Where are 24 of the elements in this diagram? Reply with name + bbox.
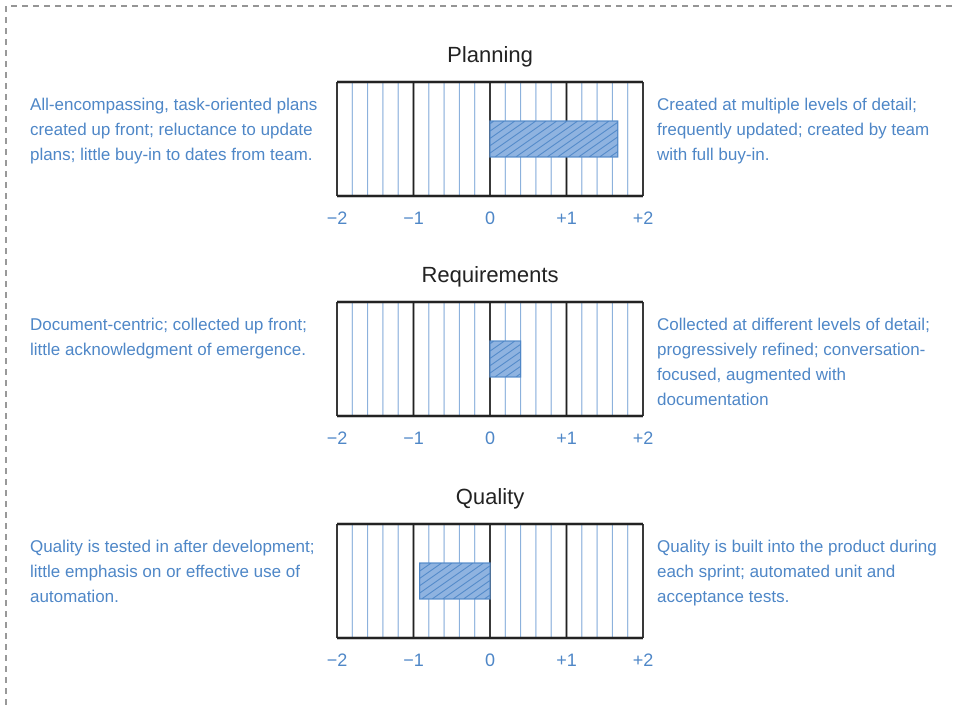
- tick-label: −1: [402, 650, 425, 671]
- description-text: Quality is built into the product during each sprint; automated unit and acceptance tests.: [657, 536, 938, 608]
- tick-label: +2: [632, 428, 654, 449]
- description-text: Document-centric; collected up front; little acknowledgment of emergence.: [30, 314, 308, 361]
- tick-label: +1: [555, 208, 578, 229]
- description-text: Quality is tested in after development; little emphasis on or effective use of automation.: [30, 536, 316, 608]
- tick-label: −1: [402, 208, 425, 229]
- tick-label: 0: [484, 208, 496, 229]
- tick-label: +2: [632, 208, 654, 229]
- tick-label: +1: [555, 650, 578, 671]
- tick-label: −2: [326, 208, 348, 229]
- tick-label: −2: [326, 650, 348, 671]
- tick-label: +2: [632, 650, 654, 671]
- tick-label: +1: [555, 428, 578, 449]
- tick-label: −1: [402, 428, 425, 449]
- description-text: All-encompassing, task-oriented plans created up front; reluctance to update plans; little buy-in to dates from team.: [30, 94, 318, 166]
- tick-label: 0: [484, 428, 496, 449]
- description-text: Collected at different levels of detail; progressively refined; conversation-focused, augmented with documentation: [657, 314, 931, 411]
- tick-label: −2: [326, 428, 348, 449]
- description-text: Created at multiple levels of detail; frequently updated; created by team with full buy-in.: [657, 94, 930, 166]
- chart-heading: Requirements: [420, 262, 560, 288]
- chart-heading: Planning: [446, 42, 534, 68]
- chart-heading: Quality: [454, 484, 526, 510]
- tick-label: 0: [484, 650, 496, 671]
